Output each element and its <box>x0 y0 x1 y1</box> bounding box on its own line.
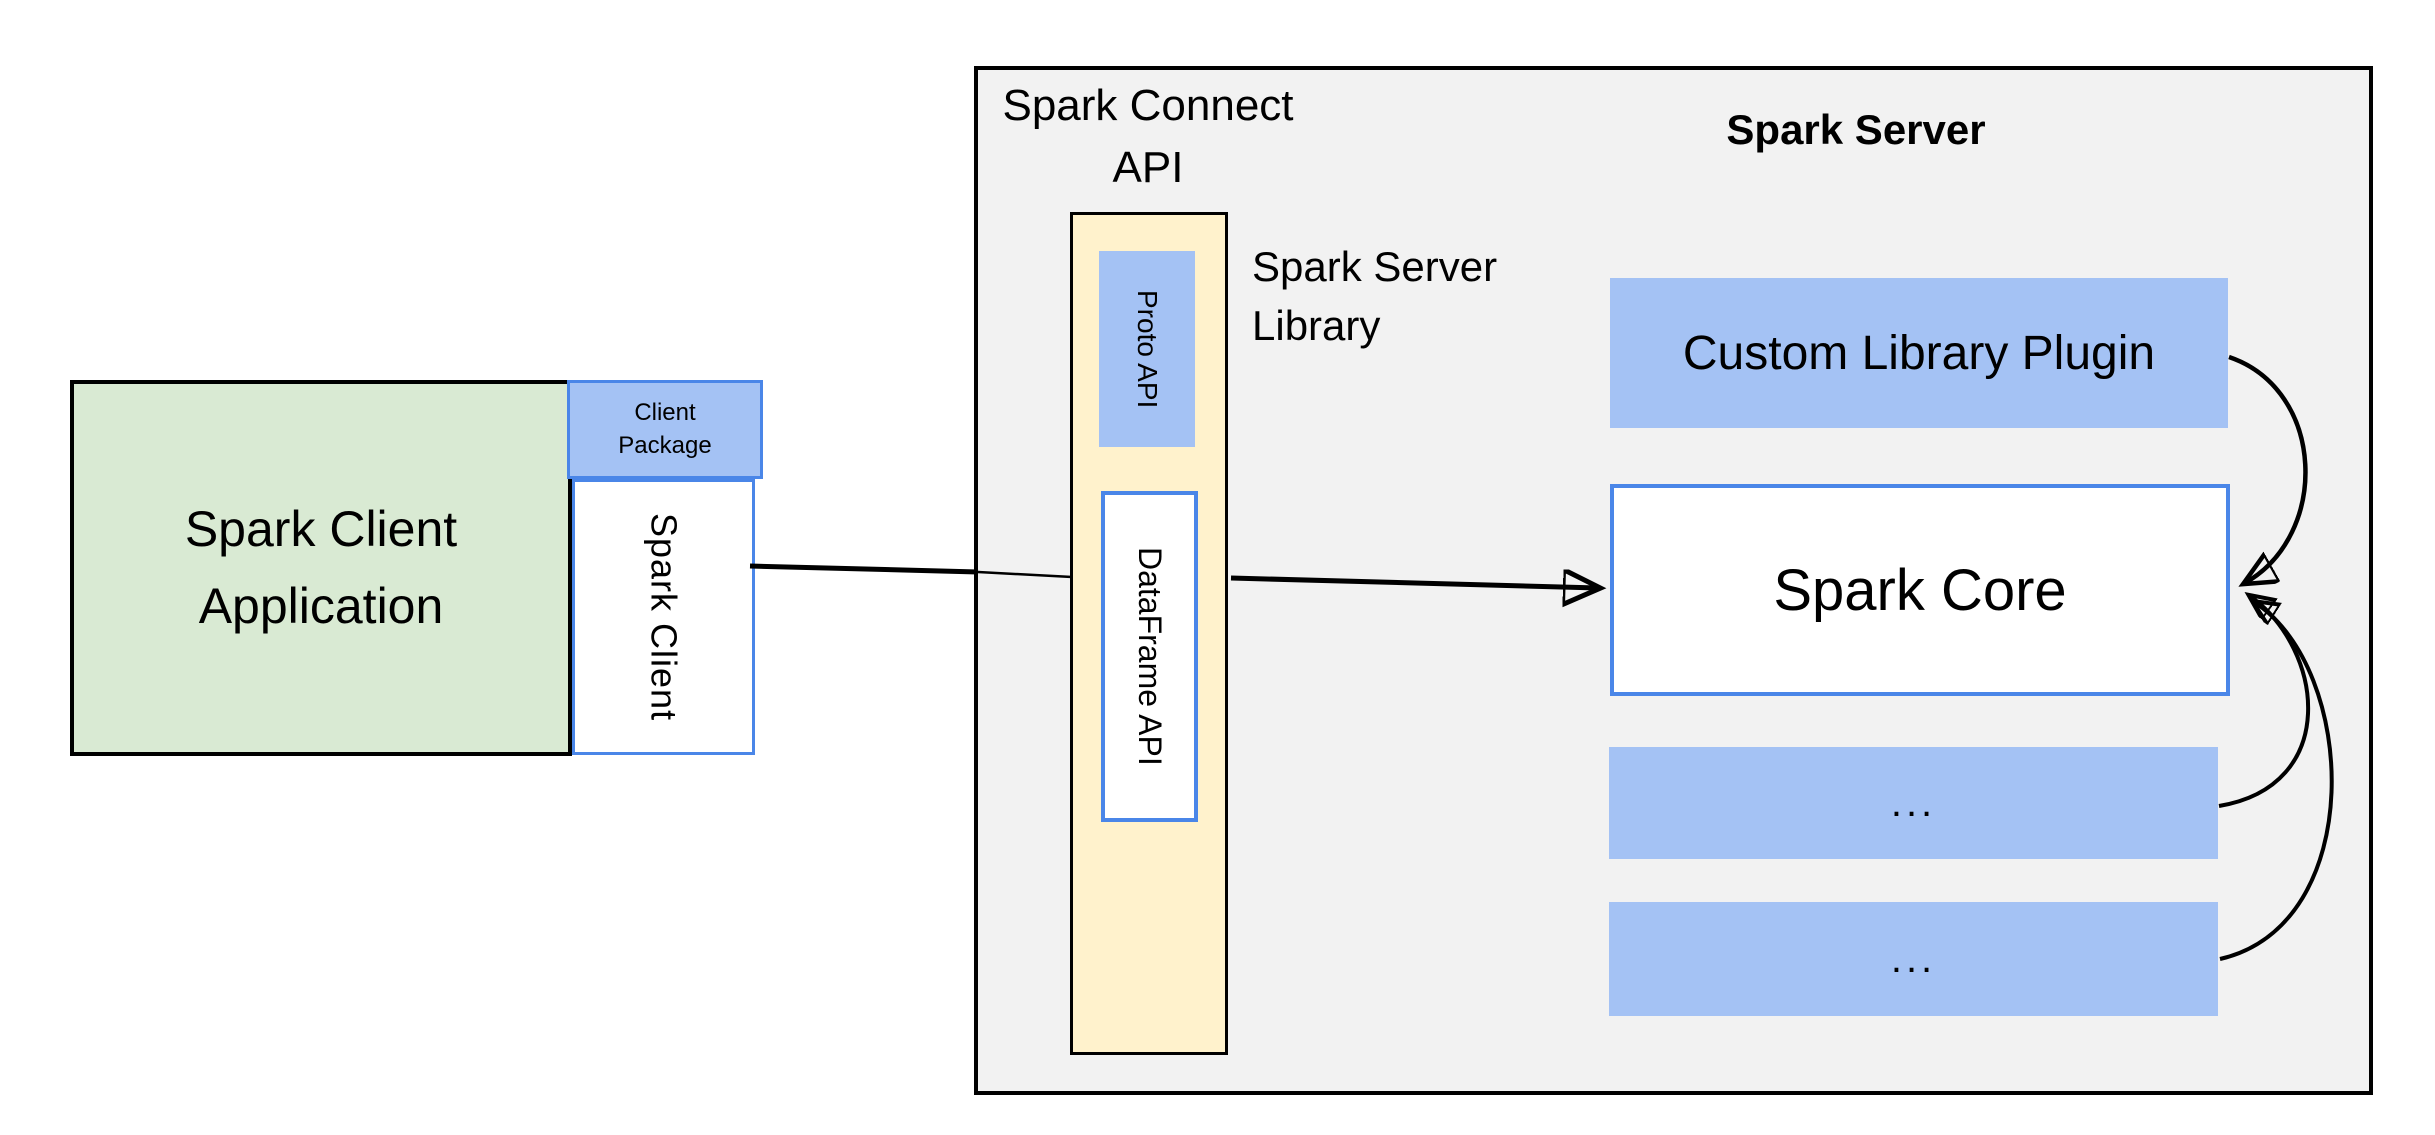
client-package-box: Client Package <box>567 380 763 479</box>
spark-client-box: Spark Client <box>572 479 755 755</box>
spark-client-application-label: Spark Client Application <box>184 500 458 635</box>
plugin-slot-1-box: ... <box>1609 747 2218 859</box>
spark-server-title: Spark Server <box>1726 106 1986 153</box>
proto-api-label: Proto API <box>1132 289 1163 409</box>
client-package-label: Client Package <box>618 399 712 459</box>
custom-library-plugin-label: Custom Library Plugin <box>1682 326 2156 380</box>
spark-connect-api-label: Spark Connect API <box>1002 81 1294 192</box>
proto-api-box: Proto API <box>1099 251 1195 447</box>
client-to-server-connector-thick <box>749 563 979 575</box>
dataframe-api-box: DataFrame API <box>1101 491 1198 822</box>
plugin-slot-2-box: ... <box>1609 902 2218 1016</box>
spark-core-label: Spark Core <box>1773 557 2067 623</box>
spark-client-label: Spark Client <box>643 512 685 722</box>
spark-core-box: Spark Core <box>1610 484 2230 696</box>
plugin-slot-2-label: ... <box>1890 936 1937 981</box>
spark-server-library-label: Spark Server Library <box>1252 243 1498 349</box>
custom-library-plugin-box: Custom Library Plugin <box>1610 278 2228 428</box>
plugin-slot-1-label: ... <box>1890 780 1937 825</box>
dataframe-api-label: DataFrame API <box>1132 547 1168 766</box>
spark-client-application-box: Spark Client Application <box>70 380 572 756</box>
